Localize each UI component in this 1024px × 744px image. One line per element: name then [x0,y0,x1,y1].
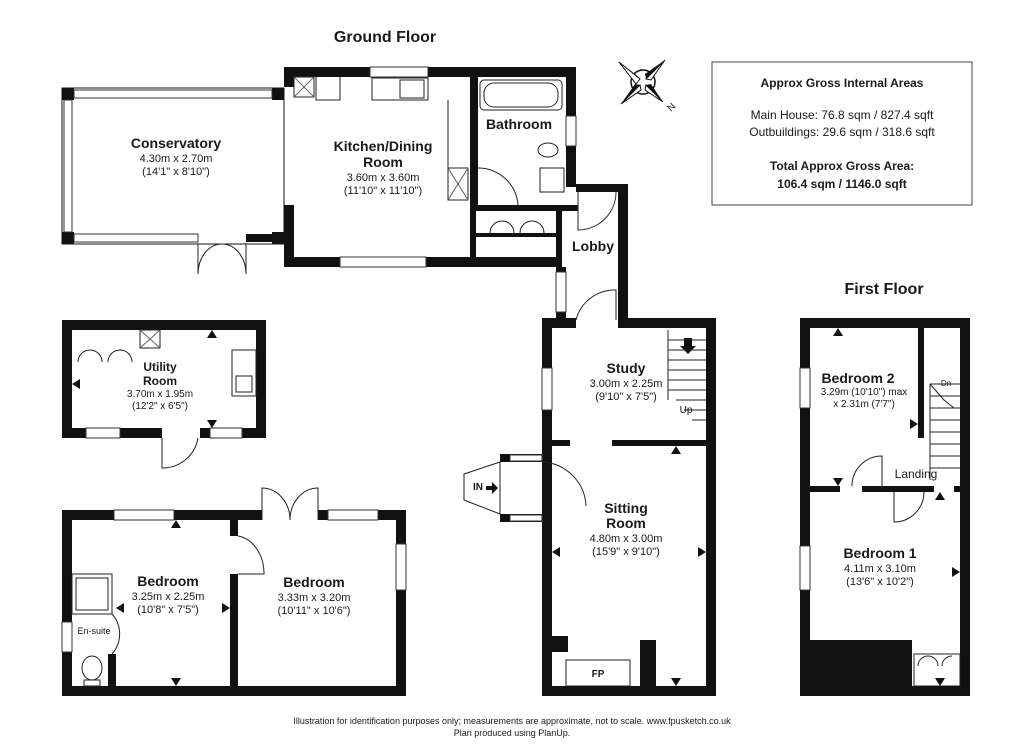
bedroom1-imperial: (13'6" x 10'2") [846,576,914,588]
first-floor-walls [799,318,970,696]
ensuite-name: En-suite [77,626,110,636]
bedroom-small-name: Bedroom [137,573,198,589]
landing-name: Landing [895,467,938,481]
lobby-walls [555,184,628,324]
conservatory-metric: 4.30m x 2.70m [140,153,213,165]
kitchen-name-line2: Room [363,154,403,170]
ground-floor-heading: Ground Floor [334,29,436,46]
kitchen-imperial: (11'10" x 11'10") [344,185,422,197]
conservatory-imperial: (14'1" x 8'10") [142,166,210,178]
study-metric: 3.00m x 2.25m [590,378,663,390]
first-floor-heading: First Floor [844,281,923,298]
first-floor-dimension-arrows [833,328,960,686]
utility-metric: 3.70m x 1.95m [127,389,193,400]
total-area-value: 106.4 sqm / 1146.0 sqft [777,177,906,191]
conservatory-name: Conservatory [131,135,221,151]
study-stairs-up-label: Up [680,405,693,416]
disclaimer-line1: Illustration for identification purposes… [293,716,731,726]
bedroom2-metric-line2: x 2.31m (7'7") [833,399,895,410]
utility-dimension-arrows [72,330,217,428]
sitting-metric: 4.80m x 3.00m [590,533,663,545]
utility-walls [62,320,266,469]
kitchen-block-walls [284,66,578,268]
entrance-arrow-icon [486,482,498,494]
bedroom2-stairs-down-label: Dn [941,379,951,388]
main-house-walls [463,318,716,696]
area-title: Approx Gross Internal Areas [761,76,924,90]
outbuildings-area: Outbuildings: 29.6 sqm / 318.6 sqft [749,125,935,139]
bedroom1-name: Bedroom 1 [843,545,916,561]
kitchen-metric: 3.60m x 3.60m [347,172,420,184]
bedroom-small-imperial: (10'8" x 7'5") [137,604,199,616]
lobby-name: Lobby [572,238,614,254]
bedroom2-metric-line1: 3.29m (10'10") max [821,387,908,398]
outbuilding-dimension-arrows [116,520,230,686]
sitting-name-line2: Room [606,515,646,531]
utility-imperial: (12'2" x 6'5") [132,401,188,412]
disclaimer-line2: Plan produced using PlanUp. [454,728,571,738]
main-house-area: Main House: 76.8 sqm / 827.4 sqft [751,108,934,122]
conservatory [61,87,285,275]
kitchen-name-line1: Kitchen/Dining [334,138,433,154]
dimension-arrows [552,446,706,686]
bedroom-large-metric: 3.33m x 3.20m [278,592,351,604]
study-imperial: (9'10" x 7'5") [595,391,657,403]
entrance-label: IN [473,482,483,493]
area-info-box: Approx Gross Internal Areas Main House: … [711,61,973,206]
sitting-name-line1: Sitting [604,500,648,516]
compass-north-label: N [665,101,678,114]
total-area-label: Total Approx Gross Area: [770,159,914,173]
utility-name-line2: Room [143,374,177,388]
utility-name-line1: Utility [143,360,177,374]
fireplace-label: FP [592,669,605,680]
sitting-imperial: (15'9" x 9'10") [592,546,660,558]
outbuilding-walls [61,487,407,696]
compass-rose-icon: N [618,59,678,114]
bedroom2-name: Bedroom 2 [821,370,894,386]
bedroom-small-metric: 3.25m x 2.25m [132,591,205,603]
bathroom-name: Bathroom [486,116,552,132]
bedroom-large-imperial: (10'11" x 10'6") [278,605,351,617]
bedroom1-metric: 4.11m x 3.10m [844,563,916,575]
bedroom-large-name: Bedroom [283,574,344,590]
study-name: Study [607,360,646,376]
